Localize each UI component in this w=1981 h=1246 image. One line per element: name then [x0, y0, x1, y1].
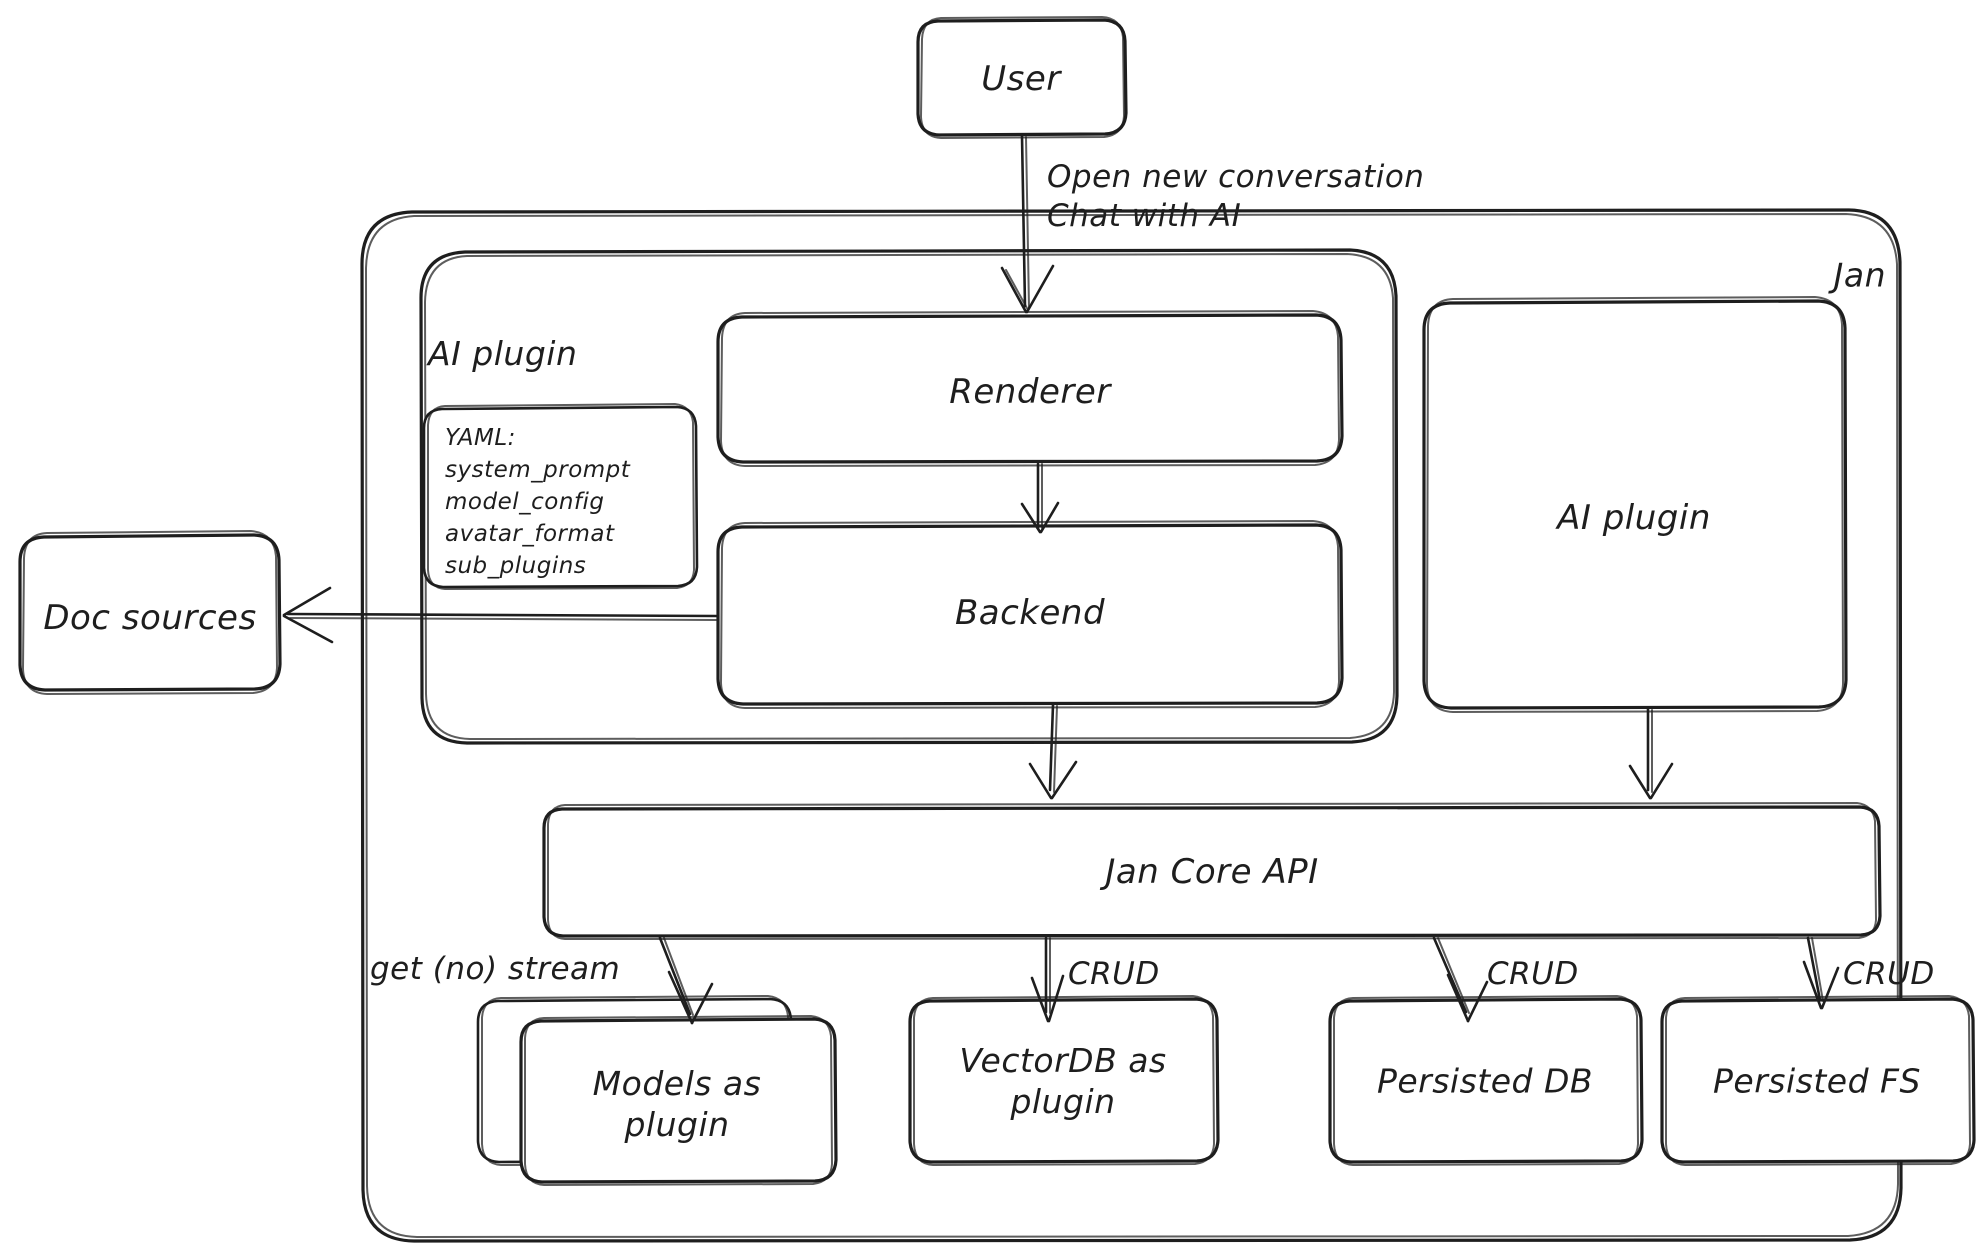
- node-user: [916, 16, 1128, 139]
- edge-backend-to-core-api: [1028, 703, 1078, 800]
- edge-backend-to-doc-sources: [282, 586, 718, 644]
- edge-core-api-to-models: [658, 936, 714, 1025]
- node-yaml-card: [422, 403, 699, 590]
- container-jan: [360, 208, 1903, 1243]
- node-ai-plugin-right: [1422, 296, 1848, 713]
- node-models-plugin: [519, 1015, 838, 1186]
- node-vectordb-plugin: [908, 995, 1220, 1166]
- edge-core-api-to-vectordb: [1030, 936, 1065, 1023]
- edge-renderer-to-backend: [1020, 462, 1060, 534]
- edge-user-to-renderer: [1000, 134, 1055, 314]
- edge-ai-plugin-to-core-api: [1628, 707, 1674, 800]
- node-backend: [716, 520, 1344, 709]
- node-renderer: [716, 310, 1344, 467]
- node-persisted-db: [1328, 995, 1644, 1166]
- node-persisted-fs: [1660, 995, 1976, 1166]
- container-ai-plugin-group: [419, 248, 1399, 745]
- node-doc-sources: [18, 530, 282, 695]
- edge-core-api-to-persisted-fs: [1802, 936, 1840, 1010]
- edge-core-api-to-persisted-db: [1432, 936, 1489, 1023]
- node-jan-core-api: [542, 802, 1882, 940]
